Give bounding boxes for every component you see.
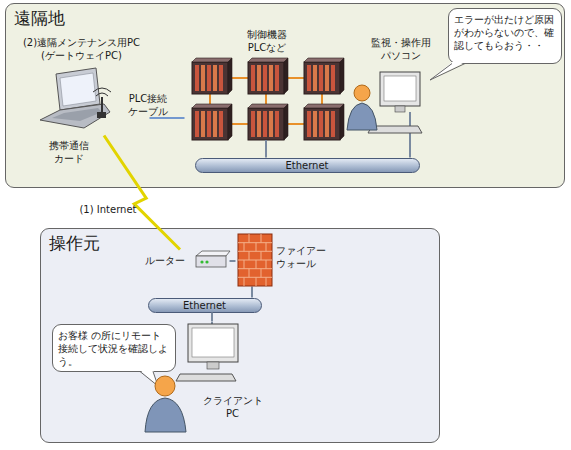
site-region: 遠隔地(2)遠隔メンテナンス用PC (ゲートウェイPC)制御機器 PLCなど監視… bbox=[5, 3, 565, 188]
plc-link bbox=[265, 94, 267, 104]
laptop-screen bbox=[56, 68, 100, 110]
monitor bbox=[188, 324, 238, 362]
lan-cable bbox=[211, 313, 213, 322]
operator-region: 操作元ルーター ファイアー ウォール Ethernet クライアント PC お客様 の所… bbox=[40, 228, 440, 443]
plc-group: 制御機器 PLCなど bbox=[185, 28, 350, 150]
speech-bubble: エラーが出たけど原因がわからないので、確認してもらおう・・ bbox=[448, 8, 562, 64]
plc-link bbox=[284, 123, 304, 125]
monitor-screen bbox=[384, 76, 416, 101]
plc-rack bbox=[192, 104, 232, 140]
bubble-tail-outline bbox=[140, 372, 158, 387]
device-label: 制御機器 PLCなど bbox=[236, 28, 298, 54]
plc-link bbox=[228, 77, 248, 79]
plc-rack bbox=[192, 58, 232, 94]
card-antenna bbox=[101, 97, 103, 112]
router-led bbox=[205, 260, 208, 263]
brick-lines bbox=[238, 234, 272, 286]
radio-wave bbox=[93, 88, 111, 92]
plc-cable bbox=[150, 117, 185, 119]
operator-pc: 監視・操作用 パソコン bbox=[345, 36, 440, 146]
edge-label: (1) Internet bbox=[76, 203, 140, 216]
person-body bbox=[145, 398, 186, 432]
router: ルーター bbox=[145, 250, 230, 272]
plc-rack bbox=[304, 58, 344, 94]
bubble-tail-outline bbox=[430, 64, 465, 81]
monitor-screen bbox=[192, 328, 234, 357]
router-body bbox=[196, 256, 226, 267]
laptop-keyboard bbox=[52, 108, 102, 121]
firewall-wall bbox=[238, 234, 272, 286]
plc-link bbox=[284, 77, 304, 79]
router-led bbox=[200, 260, 203, 263]
monitor-stand bbox=[395, 106, 405, 112]
monitor bbox=[380, 72, 420, 106]
ethernet-bus: Ethernet bbox=[148, 298, 262, 313]
lan-drop bbox=[211, 322, 213, 324]
person-head bbox=[354, 85, 370, 101]
bubble-tail bbox=[140, 370, 158, 386]
lan-cable bbox=[230, 260, 236, 262]
region-title: 操作元 bbox=[41, 229, 439, 257]
radio-wave bbox=[96, 93, 108, 96]
laptop-display bbox=[60, 73, 96, 106]
lan-drop bbox=[409, 112, 411, 146]
bus-label: Ethernet bbox=[149, 299, 261, 312]
lan-cable bbox=[251, 287, 253, 298]
gateway-pc: (2)遠隔メンテナンス用PC (ゲートウェイPC) bbox=[14, 36, 150, 136]
keyboard bbox=[368, 126, 422, 133]
bus-label: Ethernet bbox=[196, 159, 419, 172]
plc-rack bbox=[248, 104, 288, 140]
keyboard bbox=[176, 374, 236, 381]
plc-link bbox=[321, 94, 323, 104]
device-label: クライアント PC bbox=[201, 322, 265, 420]
monitor-stand bbox=[207, 362, 219, 369]
person-body bbox=[347, 103, 377, 130]
device-label: ファイアー ウォール bbox=[276, 232, 330, 270]
plc-link bbox=[209, 94, 211, 104]
person-head bbox=[155, 376, 175, 396]
plc-rack bbox=[248, 58, 288, 94]
internet-link bbox=[104, 136, 180, 250]
router-top bbox=[196, 251, 230, 256]
lan-cable bbox=[265, 150, 267, 158]
plc-link bbox=[228, 123, 248, 125]
device-label: (2)遠隔メンテナンス用PC (ゲートウェイPC) bbox=[14, 36, 150, 62]
speech-bubble: お客様 の所にリモート接続して状況を確認しよう。 bbox=[52, 324, 176, 372]
laptop-base bbox=[40, 104, 110, 128]
ethernet-bus: Ethernet bbox=[195, 158, 420, 173]
lan-drop bbox=[265, 140, 267, 150]
callout-text: エラーが出たけど原因がわからないので、確認してもらおう・・ bbox=[449, 9, 561, 56]
comm-card bbox=[97, 112, 106, 118]
bubble-tail bbox=[430, 62, 465, 80]
lan-cable bbox=[409, 146, 411, 158]
firewall: ファイアー ウォール bbox=[236, 232, 330, 287]
plc-rack bbox=[304, 104, 344, 140]
device-label: ルーター bbox=[145, 250, 193, 267]
callout-text: お客様 の所にリモート接続して状況を確認しよう。 bbox=[53, 325, 175, 372]
device-label: 監視・操作用 パソコン bbox=[367, 36, 435, 62]
